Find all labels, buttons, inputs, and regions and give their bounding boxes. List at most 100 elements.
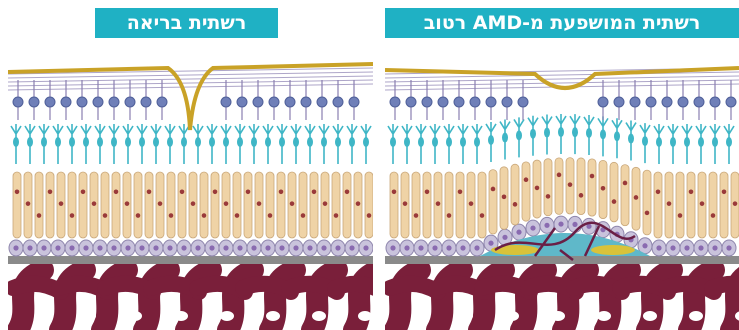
ganglion-cell xyxy=(349,97,359,107)
photoreceptor-nucleus xyxy=(301,213,306,218)
photoreceptor-nucleus xyxy=(579,193,584,198)
ganglion-cell xyxy=(470,97,480,107)
healthy-retina-diagram xyxy=(8,60,373,330)
rpe-nucleus xyxy=(446,245,451,250)
bruch-membrane xyxy=(8,256,373,264)
rpe-nucleus xyxy=(181,245,186,250)
bipolar-cell xyxy=(432,137,438,147)
bipolar-cell xyxy=(55,137,61,147)
rpe-nucleus xyxy=(712,245,717,250)
rpe-nucleus xyxy=(251,245,256,250)
ganglion-cell xyxy=(29,97,39,107)
ganglion-cell xyxy=(317,97,327,107)
bipolar-cell xyxy=(125,137,131,147)
ganglion-cell xyxy=(125,97,135,107)
photoreceptor-nucleus xyxy=(469,201,474,206)
ganglion-cell xyxy=(678,97,688,107)
bipolar-cell xyxy=(488,135,494,145)
rpe-nucleus xyxy=(349,245,354,250)
photoreceptor-cell xyxy=(654,172,662,238)
photoreceptor-nucleus xyxy=(224,201,229,206)
choroid-vessel-lumen xyxy=(36,311,50,321)
bipolar-cell xyxy=(572,127,578,137)
photoreceptor-cell xyxy=(478,172,486,238)
photoreceptor-cell xyxy=(709,172,717,238)
photoreceptor-nucleus xyxy=(502,195,507,200)
photoreceptor-nucleus xyxy=(158,201,163,206)
rpe-nucleus xyxy=(474,245,479,250)
photoreceptor-cell xyxy=(244,172,252,238)
photoreceptor-nucleus xyxy=(645,211,650,216)
choroid-vessel-lumen xyxy=(689,311,703,321)
ganglion-cell xyxy=(221,97,231,107)
rpe-layer xyxy=(9,240,373,256)
ganglion-cell xyxy=(109,97,119,107)
photoreceptor-nucleus xyxy=(323,201,328,206)
rpe-nucleus xyxy=(572,222,577,227)
photoreceptor-cell xyxy=(555,158,563,215)
bipolar-cell xyxy=(223,137,229,147)
photoreceptor-cell xyxy=(343,172,351,238)
rpe-nucleus xyxy=(530,225,535,230)
photoreceptor-cell xyxy=(134,172,142,238)
photoreceptor-nucleus xyxy=(59,201,64,206)
bipolar-cell xyxy=(558,127,564,137)
bipolar-cell xyxy=(530,129,536,139)
ganglion-cell xyxy=(518,97,528,107)
ganglion-cell xyxy=(13,97,23,107)
bipolar-layer xyxy=(388,114,734,164)
bipolar-cell xyxy=(195,137,201,147)
ganglion-cell xyxy=(157,97,167,107)
ganglion-cell xyxy=(630,97,640,107)
ganglion-cell xyxy=(301,97,311,107)
rpe-nucleus xyxy=(335,245,340,250)
photoreceptor-nucleus xyxy=(37,213,42,218)
photoreceptor-nucleus xyxy=(81,190,86,195)
bruch-membrane xyxy=(385,256,739,264)
rpe-nucleus xyxy=(726,245,731,250)
ganglion-cell xyxy=(422,97,432,107)
photoreceptor-cell xyxy=(390,172,398,238)
choroid-vessel xyxy=(712,284,739,292)
retina-layers xyxy=(8,64,373,330)
ganglion-cell xyxy=(438,97,448,107)
photoreceptor-nucleus xyxy=(678,213,683,218)
bipolar-cell xyxy=(251,137,257,147)
photoreceptor-nucleus xyxy=(125,201,130,206)
photoreceptor-cell xyxy=(112,172,120,238)
inner-limiting-membrane xyxy=(8,64,373,130)
bipolar-cell xyxy=(139,137,145,147)
bipolar-cell xyxy=(237,137,243,147)
photoreceptor-nucleus xyxy=(392,190,397,195)
rpe-nucleus xyxy=(265,245,270,250)
rpe-nucleus xyxy=(516,230,521,235)
photoreceptor-nucleus xyxy=(213,190,218,195)
rpe-nucleus xyxy=(321,245,326,250)
bipolar-cell xyxy=(614,131,620,141)
ganglion-cell xyxy=(726,97,736,107)
photoreceptor-nucleus xyxy=(169,213,174,218)
bipolar-cell xyxy=(586,128,592,138)
rpe-nucleus xyxy=(153,245,158,250)
bipolar-cell xyxy=(474,137,480,147)
rpe-nucleus xyxy=(195,245,200,250)
rpe-nucleus xyxy=(293,245,298,250)
hemorrhage xyxy=(591,245,635,255)
photoreceptor-nucleus xyxy=(546,194,551,199)
photoreceptor-nucleus xyxy=(425,190,430,195)
photoreceptor-nucleus xyxy=(634,195,639,200)
photoreceptor-cell xyxy=(423,172,431,238)
rpe-nucleus xyxy=(69,245,74,250)
rpe-nucleus xyxy=(488,241,493,246)
photoreceptor-nucleus xyxy=(524,177,529,182)
rpe-nucleus xyxy=(167,245,172,250)
photoreceptor-nucleus xyxy=(312,190,317,195)
ganglion-cell xyxy=(614,97,624,107)
bipolar-cell xyxy=(460,137,466,147)
bipolar-cell xyxy=(13,137,19,147)
photoreceptor-cell xyxy=(233,172,241,238)
rpe-nucleus xyxy=(432,245,437,250)
bipolar-cell xyxy=(293,137,299,147)
bipolar-cell xyxy=(41,137,47,147)
rpe-nucleus xyxy=(544,223,549,228)
